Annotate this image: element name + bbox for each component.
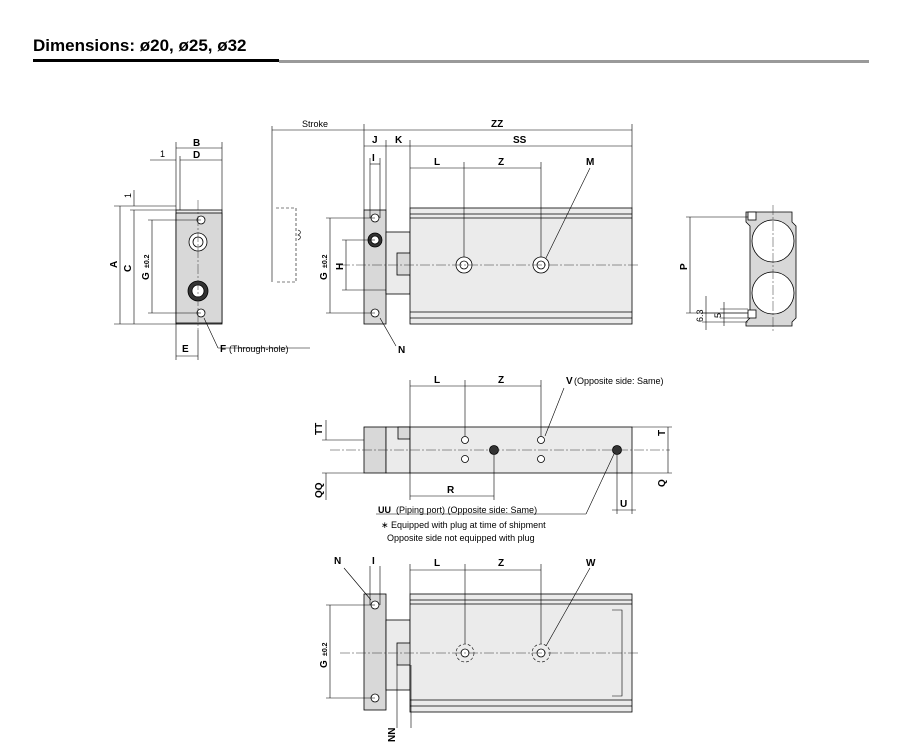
- dim-N: N: [398, 345, 405, 356]
- top-view-middle: [322, 380, 672, 515]
- dim-M: M: [586, 157, 594, 168]
- end-view-left: [114, 142, 310, 360]
- dim-UU: UU: [378, 505, 391, 515]
- dim-D: D: [193, 150, 200, 161]
- dim-QQ: QQ: [314, 482, 325, 498]
- end-view-right: [686, 205, 797, 333]
- dim-NN: NN: [387, 728, 398, 742]
- dim-I-bottom: I: [372, 556, 375, 567]
- dim-Z-bottom: Z: [498, 558, 504, 569]
- dim-U: U: [620, 499, 627, 510]
- dim-six-three: 6.3: [695, 309, 705, 322]
- dim-N-bottom: N: [334, 556, 341, 567]
- dim-L: L: [434, 157, 440, 168]
- dim-G: G: [141, 272, 152, 280]
- dim-E: E: [182, 344, 189, 355]
- dim-Q: Q: [657, 479, 668, 487]
- dim-J: J: [372, 135, 378, 146]
- dim-V: V: [566, 376, 573, 387]
- dim-TT: TT: [314, 423, 325, 435]
- dim-one-vertical: 1: [123, 193, 133, 198]
- note-plug-2: Opposite side not equipped with plug: [387, 533, 535, 543]
- title-underline: [33, 59, 279, 62]
- dim-ZZ: ZZ: [491, 119, 503, 130]
- bottom-view: [326, 564, 640, 728]
- page-title: Dimensions: ø20, ø25, ø32: [33, 36, 247, 55]
- dim-I: I: [372, 153, 375, 164]
- dim-T: T: [657, 430, 668, 436]
- dim-F: F: [220, 344, 226, 355]
- dim-five: 5: [713, 313, 723, 318]
- dim-P: P: [679, 263, 690, 270]
- dim-B: B: [193, 138, 200, 149]
- dim-K: K: [395, 135, 403, 146]
- note-f-hole: (Through-hole): [229, 344, 289, 354]
- note-uu-port: (Piping port) (Opposite side: Same): [396, 505, 537, 515]
- note-v-side: (Opposite side: Same): [574, 376, 664, 386]
- note-plug-1: ∗ Equipped with plug at time of shipment: [381, 520, 546, 530]
- dim-W: W: [586, 558, 596, 569]
- dim-A: A: [109, 261, 120, 268]
- dim-H: H: [335, 263, 346, 270]
- dim-G-tol: ±0.2: [144, 254, 151, 268]
- dim-stroke: Stroke: [302, 119, 328, 129]
- dim-G-front-tol: ±0.2: [322, 254, 329, 268]
- title-rule: [279, 60, 869, 63]
- dim-Z: Z: [498, 157, 504, 168]
- dim-G-front: G: [319, 272, 330, 280]
- dim-C: C: [123, 265, 134, 272]
- dim-Z-mid: Z: [498, 375, 504, 386]
- dim-G-bottom: G: [319, 660, 330, 668]
- dim-SS: SS: [513, 135, 527, 146]
- dim-R: R: [447, 485, 455, 496]
- front-view-top: [271, 124, 640, 347]
- dim-G-bottom-tol: ±0.2: [322, 642, 329, 656]
- dim-one: 1: [160, 149, 165, 159]
- dim-L-bottom: L: [434, 558, 440, 569]
- dim-L-mid: L: [434, 375, 440, 386]
